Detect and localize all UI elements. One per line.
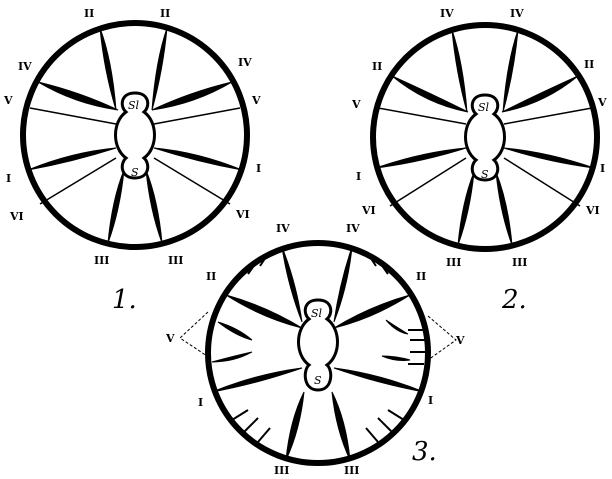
figure-1-label: VI (235, 208, 250, 221)
figure-3-center-top-label: Sl (311, 307, 323, 320)
figure-2-label: V (597, 96, 607, 109)
figure-3-label: IV (276, 222, 290, 235)
figure-1-center-bottom-label: S (131, 166, 139, 179)
figure-2-label: III (446, 256, 461, 269)
figure-2-center-top-label: Sl (478, 101, 490, 114)
figure-1-center-top-label: Sl (128, 99, 140, 112)
figure-1-caption: 1. (112, 285, 137, 315)
figure-3: Sl S IV IV II II V V I I III III 3. (165, 222, 465, 477)
figure-1-label: IV (238, 56, 252, 69)
figure-3-label: V (165, 332, 175, 345)
figure-2-label: I (356, 170, 361, 183)
figure-1-label: I (256, 162, 261, 175)
figure-3-label: V (455, 334, 465, 347)
figure-1-label: II (160, 7, 170, 20)
figure-2-label: II (372, 60, 382, 73)
figure-1-label: V (251, 94, 261, 107)
figure-3-label: II (416, 270, 426, 283)
figure-3-center-bottom-label: S (314, 374, 322, 387)
figure-1-label: I (6, 172, 11, 185)
figure-2-center-bottom-label: S (481, 168, 489, 181)
figure-2-label: VI (585, 204, 600, 217)
figure-3-label: I (428, 394, 433, 407)
figure-1-label: III (94, 254, 109, 267)
figure-3-label: III (344, 464, 359, 477)
figure-3-label: III (274, 464, 289, 477)
figure-1-label: III (168, 254, 183, 267)
figure-1-label: V (3, 94, 13, 107)
figure-2-label: IV (440, 7, 454, 20)
figure-3-label: II (206, 270, 216, 283)
figure-1-label: II (84, 7, 94, 20)
figure-2-label: VI (361, 204, 376, 217)
figure-2-caption: 2. (501, 285, 527, 315)
figure-1-label: IV (18, 60, 32, 73)
figure-2-label: II (584, 58, 594, 71)
figure-2-label: IV (510, 7, 524, 20)
figure-3-right-bracket (428, 316, 456, 360)
figure-3-label: I (198, 396, 203, 409)
figure-1-label: VI (9, 210, 24, 223)
figure-3-label: IV (346, 222, 360, 235)
figure-3-caption: 3. (412, 437, 437, 467)
figure-2-label: III (512, 256, 527, 269)
figure-1: Sl S II II IV IV V V I I VI VI III III 1… (3, 7, 261, 315)
figure-2-label: I (600, 162, 605, 175)
figure-2-label: V (351, 98, 361, 111)
